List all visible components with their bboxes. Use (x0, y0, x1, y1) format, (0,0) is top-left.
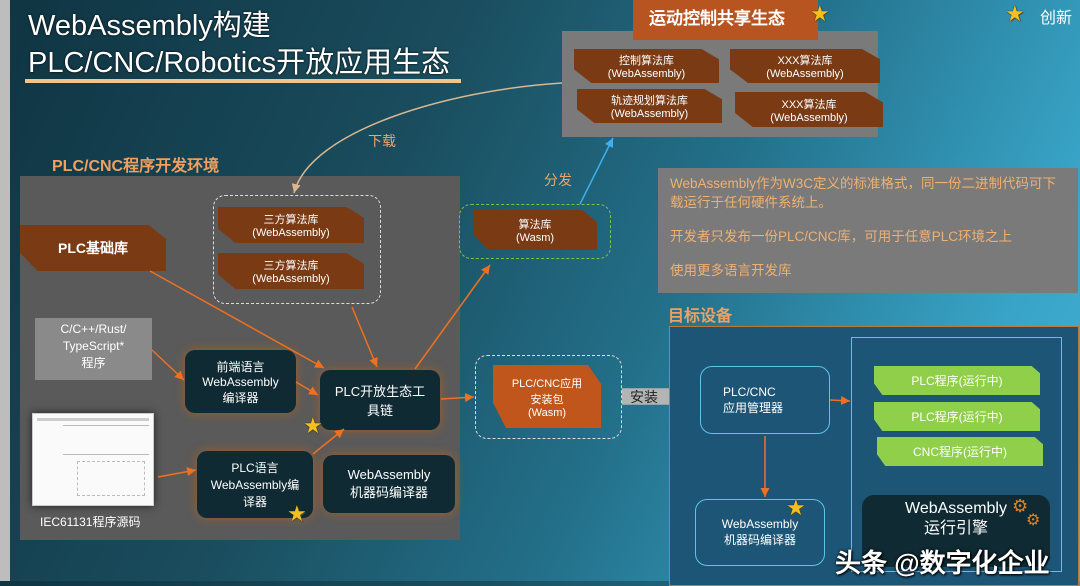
arrow (295, 381, 319, 396)
gear-icon: ⚙ (1012, 496, 1029, 516)
iec-screenshot-image (32, 413, 154, 506)
dev-env-heading: PLC/CNC程序开发环境 (52, 158, 220, 175)
install-package: PLC/CNC应用安装包(Wasm) (493, 365, 601, 428)
star-icon: ★ (1005, 1, 1025, 26)
algo-lib-wasm: 算法库(Wasm) (473, 210, 597, 250)
iec-label: IEC61131程序源码 (40, 515, 141, 529)
arrow (440, 393, 475, 403)
star-icon: ★ (303, 413, 323, 438)
arrow (829, 396, 851, 406)
program-item-3: CNC程序(运行中) (877, 437, 1043, 466)
third-party-lib-2: 三方算法库(WebAssembly) (218, 253, 364, 289)
arrow (414, 264, 491, 370)
algo-lib-group (459, 204, 611, 259)
third-party-group (213, 195, 381, 304)
download-label: 下载 (368, 133, 396, 149)
star-icon: ★ (287, 501, 307, 526)
ecosystem-item-4: XXX算法库(WebAssembly) (735, 92, 883, 127)
left-strip (0, 0, 10, 581)
star-icon: ★ (786, 495, 806, 520)
third-party-lib-1: 三方算法库(WebAssembly) (218, 207, 364, 243)
arrow (149, 270, 325, 369)
download-arrow (291, 82, 563, 194)
watermark: 头条 @数字化企业 (835, 548, 1050, 578)
arrow (351, 306, 378, 368)
ecosystem-heading: 运动控制共享生态 (649, 9, 785, 28)
program-item-1: PLC程序(运行中) (874, 366, 1040, 395)
info-text-3: 使用更多语言开发库 (670, 263, 792, 278)
arrow (151, 349, 185, 381)
star-icon: ★ (810, 1, 830, 26)
target-heading: 目标设备 (668, 308, 733, 325)
source-langs-note: C/C++/Rust/TypeScript*程序 (35, 318, 152, 380)
plc-base-lib: PLC基础库 (20, 225, 166, 271)
legend-label: 创新 (1040, 10, 1073, 27)
program-item-2: PLC程序(运行中) (874, 402, 1040, 431)
title-underline (25, 79, 461, 83)
runtime-container (851, 337, 1062, 572)
ecosystem-item-2: XXX算法库(WebAssembly) (730, 49, 880, 83)
info-text-1: WebAssembly作为W3C定义的标准格式，同一份二进制代码可下载运行于任何… (670, 176, 1057, 210)
gear-icon: ⚙ (1026, 512, 1041, 529)
ecosystem-item-1: 控制算法库(WebAssembly) (574, 49, 719, 83)
install-label: 安装 (630, 389, 658, 405)
ecosystem-heading-box (633, 0, 818, 40)
distribute-arrow (579, 137, 614, 205)
info-text-2: 开发者只发布一份PLC/CNC库，可用于任意PLC环境之上 (670, 229, 1013, 244)
ecosystem-item-3: 轨迹规划算法库(WebAssembly) (577, 89, 722, 123)
info-panel: WebAssembly作为W3C定义的标准格式，同一份二进制代码可下载运行于任何… (658, 168, 1078, 293)
arrow (312, 428, 345, 455)
plc-toolchain: PLC开放生态工具链 (320, 370, 440, 430)
package-group (475, 355, 622, 439)
arrow (157, 467, 197, 478)
distribute-label: 分发 (544, 172, 572, 188)
